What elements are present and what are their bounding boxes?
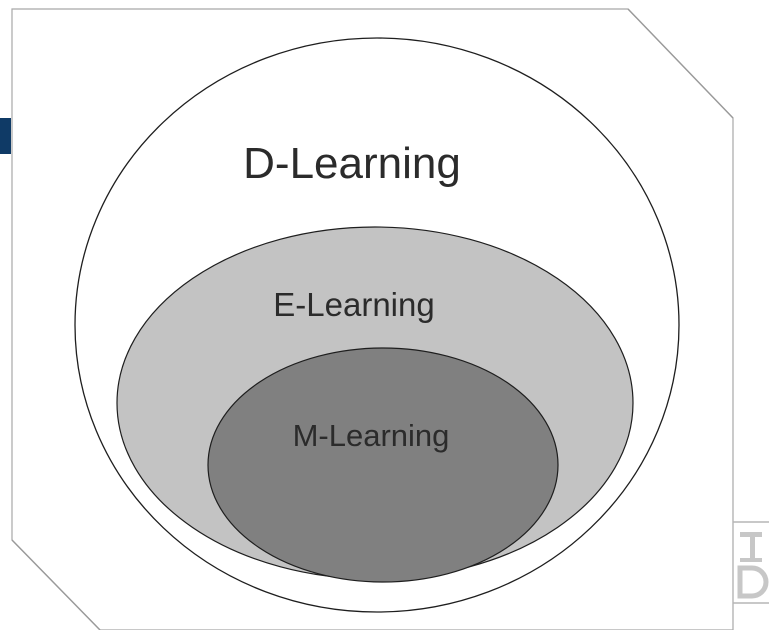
accent-bar: [0, 118, 11, 154]
d-learning-label: D-Learning: [243, 139, 461, 188]
partial-logo-icon: [733, 521, 769, 604]
m-learning-label: M-Learning: [293, 418, 450, 453]
frame-corner-line-top: [627, 8, 734, 119]
m-learning-ellipse: [207, 347, 559, 583]
e-learning-label: E-Learning: [273, 286, 434, 323]
frame-corner-line-bottom: [11, 539, 101, 630]
